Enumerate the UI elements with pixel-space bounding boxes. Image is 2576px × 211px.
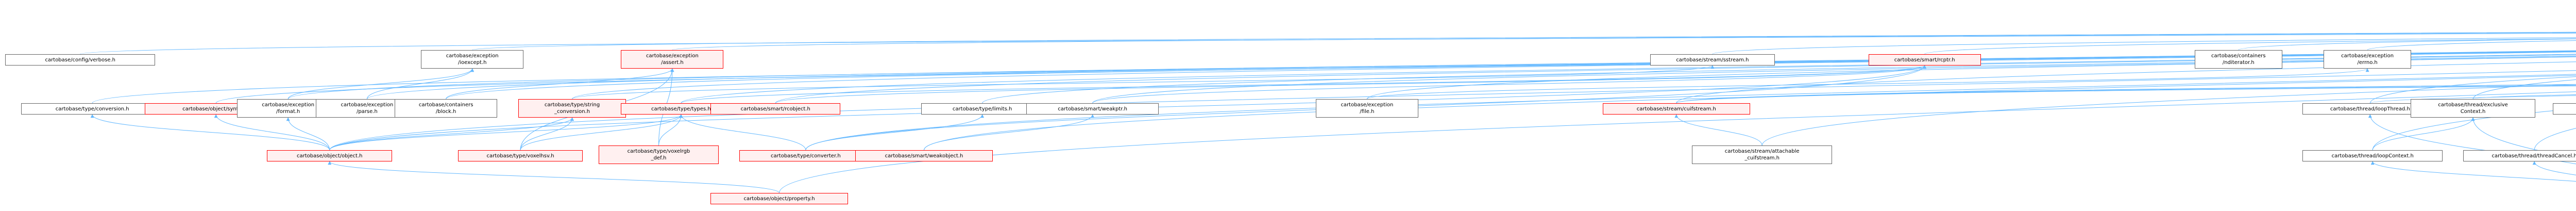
edge-cuifstream-to-counter bbox=[1676, 85, 2576, 104]
graph-node-nditerator[interactable]: cartobase/containers /nditerator.h bbox=[2194, 50, 2282, 69]
edge-parse-to-ioexcept bbox=[366, 68, 474, 100]
graph-node-errno[interactable]: cartobase/exception /errno.h bbox=[2324, 50, 2412, 69]
edge-object-to-string_conversion bbox=[329, 117, 574, 151]
edge-thread_g-to-threadCancel bbox=[2532, 161, 2576, 175]
graph-node-assert[interactable]: cartobase/exception /assert.h bbox=[621, 50, 724, 69]
graph-node-limits[interactable]: cartobase/type/limits.h bbox=[921, 103, 1044, 115]
edge-object-to-format bbox=[286, 117, 330, 151]
graph-node-sstream[interactable]: cartobase/stream/sstream.h bbox=[1650, 54, 1775, 66]
graph-node-attachable-cuifstream[interactable]: cartobase/stream/attachable _cuifstream.… bbox=[1692, 145, 1833, 164]
edge-errno-to-root bbox=[2367, 40, 2576, 51]
edge-rcptr-to-root bbox=[1924, 38, 2576, 55]
graph-node-loopcontext[interactable]: cartobase/thread/loopContext.h bbox=[2302, 150, 2443, 161]
graph-node-voxelrgb-def[interactable]: cartobase/type/voxelrgb _def.h bbox=[599, 145, 719, 164]
graph-node-voxelhsv[interactable]: cartobase/type/voxelhsv.h bbox=[457, 150, 583, 161]
edge-loopContext-to-root bbox=[2372, 108, 2576, 151]
edge-property-to-object bbox=[328, 161, 780, 193]
edge-loopThread-to-root bbox=[2369, 76, 2576, 104]
edge-voxelrgb_def-to-types bbox=[658, 114, 683, 146]
edge-voxelhsv-to-string_conversion bbox=[520, 117, 574, 151]
edge-converter-to-root bbox=[805, 74, 2576, 151]
graph-node-ioexcept[interactable]: cartobase/exception /ioexcept.h bbox=[421, 50, 524, 69]
edge-loopContext-to-exclusiveContext bbox=[2372, 117, 2475, 151]
graph-node-cuifstream[interactable]: cartobase/stream/cuifstream.h bbox=[1602, 103, 1750, 115]
edge-object-to-conversion bbox=[90, 114, 330, 151]
graph-node-block[interactable]: cartobase/containers /block.h bbox=[395, 99, 498, 118]
edge-file-to-errno bbox=[1366, 68, 2369, 100]
edge-converter-to-types bbox=[679, 114, 806, 151]
edge-verbose-to-root bbox=[80, 33, 2576, 55]
graph-node-weakobject[interactable]: cartobase/smart/weakobject.h bbox=[855, 150, 993, 161]
graph-node-mutexprivatepthread[interactable]: cartobase/thread/mutexprivatepthread.h bbox=[2552, 103, 2576, 115]
graph-node-verbose[interactable]: cartobase/config/verbose.h bbox=[5, 54, 156, 66]
graph-node-rcobject[interactable]: cartobase/smart/rcobject.h bbox=[710, 103, 841, 115]
graph-node-loopthread[interactable]: cartobase/thread/loopThread.h bbox=[2302, 103, 2438, 115]
graph-node-file[interactable]: cartobase/exception /file.h bbox=[1315, 99, 1418, 118]
edge-syntax-to-root bbox=[215, 52, 2576, 104]
graph-node-weakptr[interactable]: cartobase/smart/weakptr.h bbox=[1026, 103, 1159, 115]
edge-weakobject-to-weakptr bbox=[923, 114, 1095, 151]
edge-thread_g-to-loopContext bbox=[2370, 161, 2576, 182]
edge-rcobject-to-root bbox=[775, 54, 2576, 104]
graph-node-property[interactable]: cartobase/object/property.h bbox=[710, 193, 848, 204]
edge-cuifstream-to-fistreambuf bbox=[1676, 86, 2576, 104]
edge-sstream-to-root bbox=[1712, 37, 2576, 55]
edge-converter-to-limits bbox=[805, 114, 985, 151]
graph-node-string-conversion[interactable]: cartobase/type/string _conversion.h bbox=[518, 99, 626, 118]
edge-object-to-types bbox=[329, 114, 683, 151]
edge-nditerator-to-root bbox=[2238, 38, 2576, 51]
edge-attachable_cuifstream-to-cuifstream bbox=[1674, 114, 1762, 146]
edge-weakptr-to-rcptr bbox=[1092, 65, 1926, 104]
edge-object-to-root bbox=[329, 70, 2576, 151]
graph-node-conversion[interactable]: cartobase/type/conversion.h bbox=[21, 103, 164, 115]
edge-string_conversion-to-root bbox=[572, 52, 2576, 100]
edge-block-to-assert bbox=[446, 68, 674, 100]
edge-types-to-root bbox=[681, 54, 2576, 104]
edge-exclusiveContext-to-root bbox=[2472, 79, 2576, 100]
edge-ioexcept-to-root bbox=[472, 31, 2576, 51]
edge-cuifstream-to-uncomment bbox=[1676, 84, 2576, 104]
graph-node-threadcancel[interactable]: cartobase/thread/threadCancel.h bbox=[2463, 150, 2576, 161]
graph-node-rcptr[interactable]: cartobase/smart/rcptr.h bbox=[1868, 54, 1981, 66]
edge-voxelhsv-to-types bbox=[520, 114, 683, 151]
edge-object-to-syntax bbox=[214, 114, 330, 151]
edge-file-to-root bbox=[1366, 56, 2576, 100]
edge-attachable_cuifstream-to-root bbox=[1761, 84, 2576, 146]
graph-node-converter[interactable]: cartobase/type/converter.h bbox=[739, 150, 872, 161]
edge-format-to-ioexcept bbox=[287, 68, 474, 100]
edge-rcobject-to-rcptr bbox=[775, 65, 1926, 104]
graph-node-object[interactable]: cartobase/object/object.h bbox=[267, 150, 393, 161]
edge-cuifstream-to-root bbox=[1676, 61, 2576, 104]
edge-weakobject-to-root bbox=[923, 75, 2576, 151]
edge-assert-to-root bbox=[672, 32, 2576, 51]
graph-node-exclusivecontext[interactable]: cartobase/thread/exclusive Context.h bbox=[2410, 99, 2536, 118]
